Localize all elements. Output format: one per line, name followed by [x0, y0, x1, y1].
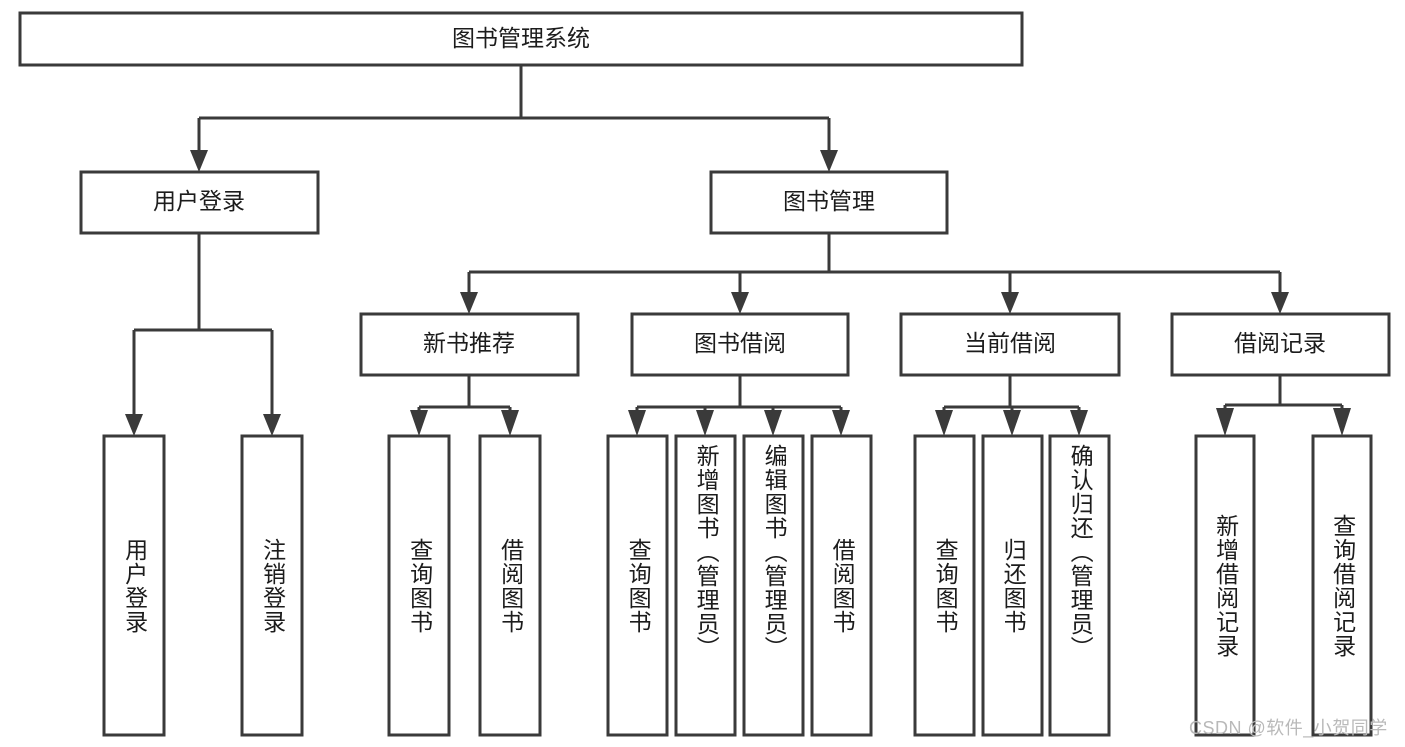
connector-group-bookmanage: [460, 233, 1289, 314]
arrow-head-borrow-record: [1271, 292, 1289, 314]
node-label-borrow-record: 借阅记录: [1234, 330, 1326, 356]
connector-group-borrowrecord: [1216, 375, 1351, 436]
node-box-leaf-query-record[interactable]: [1311, 434, 1373, 737]
node-label-root: 图书管理系统: [452, 25, 590, 51]
node-box-new-book-rec[interactable]: [359, 312, 580, 377]
node-box-leaf-confirm-return[interactable]: [1048, 434, 1111, 737]
arrow-head-leaf-add-record: [1216, 408, 1234, 436]
arrow-head-new-book-rec: [460, 292, 478, 314]
node-label-user-login: 用户登录: [153, 188, 245, 214]
arrow-head-leaf-user-logout: [263, 414, 281, 436]
node-box-book-borrow[interactable]: [630, 312, 850, 377]
node-box-leaf-return-book[interactable]: [981, 434, 1044, 737]
connector-group-userlogin: [125, 233, 281, 436]
node-box-leaf-user-login[interactable]: [102, 434, 166, 737]
connector-group-newbookrec: [410, 375, 519, 436]
node-box-leaf-edit-book[interactable]: [742, 434, 805, 737]
arrow-head-leaf-query-book-3: [935, 410, 953, 436]
node-label-current-borrow: 当前借阅: [964, 330, 1056, 356]
arrow-head-leaf-user-login: [125, 414, 143, 436]
arrow-head-leaf-confirm-return: [1070, 410, 1088, 436]
node-box-book-manage[interactable]: [709, 170, 949, 235]
node-box-leaf-query-book-1[interactable]: [387, 434, 451, 737]
node-label-new-book-rec: 新书推荐: [423, 330, 515, 356]
arrow-head-leaf-borrow-book-1: [501, 410, 519, 436]
connector-group-currentborrow: [935, 375, 1088, 436]
arrow-head-book-borrow: [731, 292, 749, 314]
node-box-borrow-record[interactable]: [1170, 312, 1391, 377]
arrow-head-leaf-query-record: [1333, 408, 1351, 436]
node-box-leaf-borrow-book-1[interactable]: [478, 434, 542, 737]
node-box-root[interactable]: [18, 11, 1024, 67]
node-box-leaf-add-book[interactable]: [674, 434, 737, 737]
node-box-leaf-borrow-book-2[interactable]: [810, 434, 873, 737]
node-label-book-borrow: 图书借阅: [694, 330, 786, 356]
arrow-head-current-borrow: [1001, 292, 1019, 314]
csdn-watermark: CSDN @软件_小贺同学: [1189, 718, 1388, 738]
arrow-head-bookmanage: [820, 150, 838, 172]
node-box-user-login[interactable]: [79, 170, 320, 235]
arrow-head-leaf-query-book-1: [410, 410, 428, 436]
node-box-leaf-query-book-3[interactable]: [913, 434, 976, 737]
node-label-book-manage: 图书管理: [783, 188, 875, 214]
connector-group-root: [190, 65, 838, 172]
node-box-leaf-query-book-2[interactable]: [606, 434, 669, 737]
node-box-leaf-user-logout[interactable]: [240, 434, 304, 737]
arrow-head-userlogin: [190, 150, 208, 172]
node-box-current-borrow[interactable]: [899, 312, 1121, 377]
arrow-head-leaf-borrow-book-2: [832, 410, 850, 436]
node-box-leaf-add-record[interactable]: [1194, 434, 1256, 737]
arrow-head-leaf-add-book: [696, 410, 714, 436]
connector-group-bookborrow: [628, 375, 850, 436]
arrow-head-leaf-edit-book: [764, 410, 782, 436]
arrow-head-leaf-query-book-2: [628, 410, 646, 436]
arrow-head-leaf-return-book: [1003, 410, 1021, 436]
